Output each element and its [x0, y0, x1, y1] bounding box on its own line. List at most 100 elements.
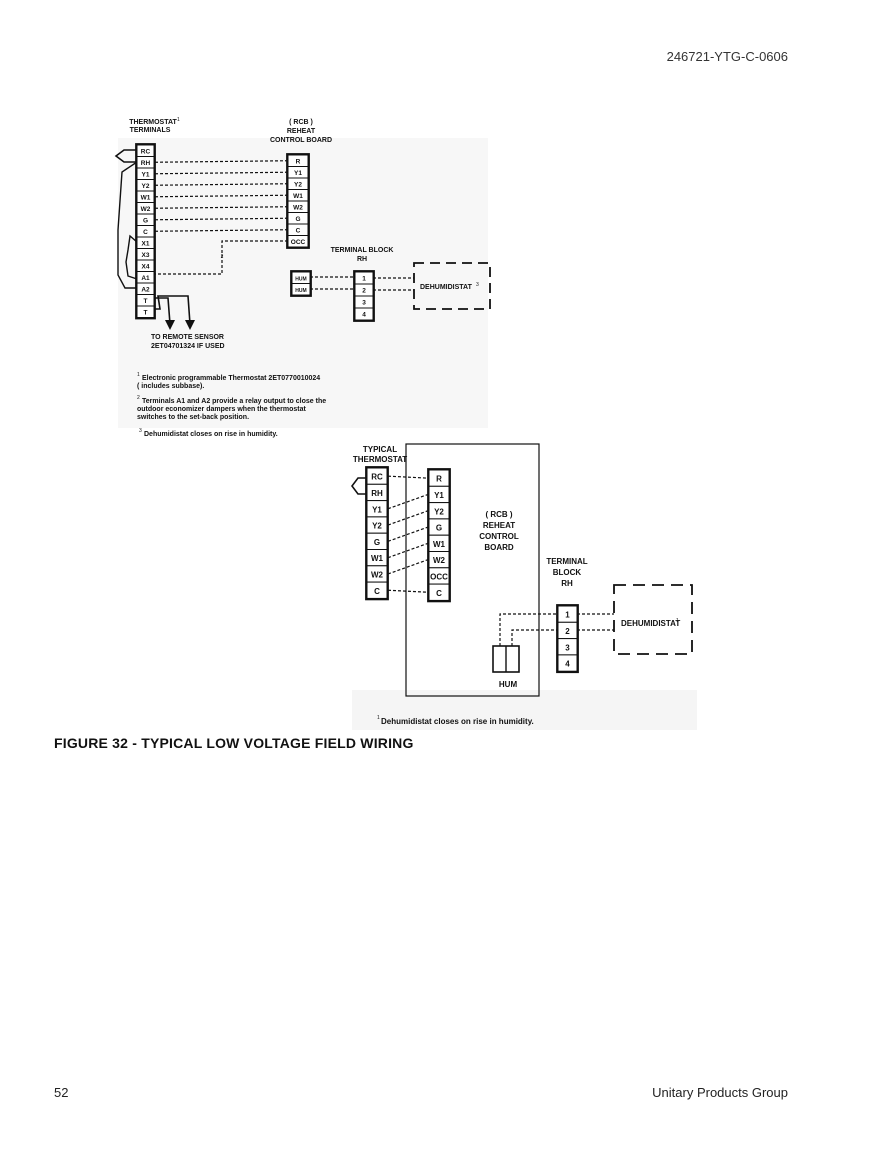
terminal-label: 3: [565, 643, 570, 652]
thermostat-to-rcb-wire: [154, 206, 288, 209]
dehumidistat-sup-top: 3: [476, 282, 479, 288]
thermostat-title-line-1: THERMOSTAT: [129, 119, 177, 126]
relay-loop: [125, 234, 138, 280]
dehumidistat-box-bottom: [613, 584, 693, 655]
thermostat-to-rcb-wire-bottom: [387, 475, 429, 479]
thermostat-title-sup: 1: [177, 117, 180, 123]
terminal-label: Y1: [142, 171, 150, 178]
hum-label-bottom: HUM: [499, 680, 518, 689]
terminal-block-bottom-line-1: TERMINAL: [546, 557, 587, 566]
terminal-label: Y2: [434, 507, 444, 516]
relay-loop-2: [117, 161, 138, 289]
note-3-num: 3: [139, 428, 142, 434]
terminal-cell: [354, 307, 374, 321]
terminal-cell: [136, 305, 155, 318]
terminal-label: W1: [371, 554, 384, 563]
rcb-title-bottom-line-1: ( RCB ): [485, 510, 512, 519]
terminal-label: Y2: [294, 181, 302, 188]
terminal-label: W1: [141, 194, 151, 201]
terminal-label: OCC: [430, 573, 448, 582]
wire-note-marker: 2: [221, 254, 224, 260]
rcb-enclosure: [405, 443, 540, 697]
terminal-label: Y2: [372, 522, 382, 531]
note-2-num: 2: [137, 395, 140, 401]
terminal-cell: [428, 583, 450, 601]
hum-terminal-strip-outline: [290, 270, 312, 297]
terminal-label: C: [143, 229, 148, 236]
terminal-label: X4: [142, 263, 150, 270]
terminal-label: C: [296, 227, 301, 234]
typical-thermostat-strip-outline: [365, 466, 389, 601]
terminal-label: OCC: [291, 239, 306, 246]
thermostat-to-rcb-wire-bottom: [387, 589, 429, 593]
note-2-line-1: Terminals A1 and A2 provide a relay outp…: [142, 398, 326, 405]
terminal-label: W2: [433, 556, 446, 565]
typical-thermostat-line-2: THERMOSTAT: [353, 455, 407, 464]
rcb-title-line-3: CONTROL BOARD: [270, 137, 332, 144]
terminal-block-strip-top-outline: [353, 270, 375, 322]
top-labels: THERMOSTAT 1 TERMINALS ( RCB ) REHEAT CO…: [129, 117, 479, 350]
terminal-label: RC: [371, 473, 383, 482]
terminal-label: R: [296, 158, 301, 165]
document-id: 246721-YTG-C-0606: [666, 49, 788, 64]
terminal-label: X1: [142, 240, 150, 247]
hum-wire-bottom-1: [499, 613, 558, 646]
terminal-label: RH: [141, 160, 151, 167]
note-2-line-3: switches to the set-back position.: [137, 414, 249, 421]
remote-sensor-arrow-2: [185, 320, 195, 330]
terminal-label: G: [295, 216, 300, 223]
figure-caption: FIGURE 32 - TYPICAL LOW VOLTAGE FIELD WI…: [54, 735, 414, 751]
rc-rh-jumper: [114, 149, 137, 163]
terminal-label: RC: [141, 148, 151, 155]
terminal-label: Y1: [434, 491, 444, 500]
terminal-label: W2: [371, 571, 384, 580]
terminal-label: X3: [142, 252, 150, 259]
terminal-label: G: [143, 217, 148, 224]
note-2-line-2: outdoor economizer dampers when the ther…: [137, 406, 306, 413]
rcb-title-bottom-line-4: BOARD: [484, 543, 514, 552]
note-1-line-1: Electronic programmable Thermostat 2ET07…: [142, 375, 320, 382]
thermostat-to-rcb-wire: [154, 171, 288, 175]
rc-rh-jumper-bottom: [351, 477, 367, 495]
hum-wire-bottom-2: [511, 629, 558, 646]
rcb-title-line-1: ( RCB ): [289, 119, 313, 126]
terminal-cell: [557, 654, 578, 672]
terminal-cell: [287, 235, 309, 248]
note-3-line-1: Dehumidistat closes on rise in humidity.: [144, 431, 278, 438]
terminal-label: A2: [141, 286, 150, 293]
terminal-cell: [291, 283, 311, 296]
bottom-note-sup: 1: [377, 715, 380, 721]
remote-sensor-line-2: 2ET04701324 IF USED: [151, 343, 225, 350]
terminal-label: C: [374, 587, 380, 596]
rcb-terminal-strip-bottom-outline: [427, 468, 451, 603]
dehumidistat-sup-bottom: 1: [676, 618, 679, 624]
terminal-label: G: [436, 524, 442, 533]
rcb-title-bottom-line-3: CONTROL: [479, 532, 519, 541]
publisher-name: Unitary Products Group: [652, 1085, 788, 1100]
terminal-block-bottom-line-2: BLOCK: [553, 568, 582, 577]
remote-sensor-wire-2: [154, 295, 191, 325]
rcb-title-bottom-line-2: REHEAT: [483, 521, 515, 530]
terminal-label: 1: [362, 276, 366, 283]
terminal-label: R: [436, 475, 442, 484]
terminal-label: HUM: [295, 288, 306, 294]
terminal-label: 1: [565, 611, 570, 620]
thermostat-to-rcb-wire-bottom: [387, 559, 429, 575]
dehumidistat-label-bottom: DEHUMIDISTAT: [621, 619, 680, 628]
terminal-label: Y2: [142, 183, 150, 190]
terminal-label: W1: [293, 193, 303, 200]
rcb-title-line-2: REHEAT: [287, 128, 316, 135]
rcb-terminal-strip-outline: [286, 153, 310, 249]
terminal-label: G: [374, 538, 380, 547]
terminal-label: C: [436, 589, 442, 598]
page-number: 52: [54, 1085, 69, 1100]
note-1-num: 1: [137, 372, 140, 378]
terminal-label: 2: [565, 627, 570, 636]
